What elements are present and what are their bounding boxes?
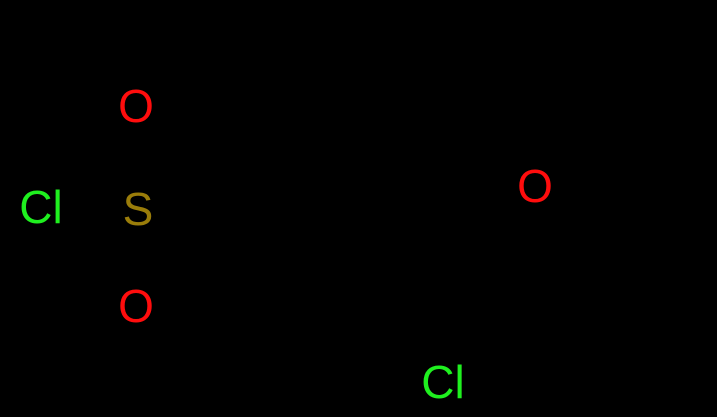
atom-label-chlorine-sulfonyl: Cl	[19, 181, 63, 233]
atom-label-oxygen-top: O	[118, 80, 154, 132]
atom-label-chlorine-ring: Cl	[421, 356, 465, 408]
atom-label-sulfur: S	[122, 183, 154, 235]
atom-label-oxygen-bottom: O	[118, 280, 154, 332]
atom-label-oxygen-ether: O	[517, 160, 553, 212]
